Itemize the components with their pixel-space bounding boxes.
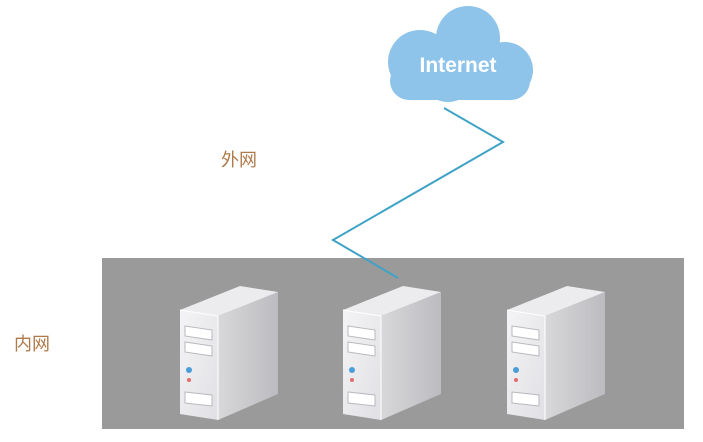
- internet-cloud-icon: Internet: [388, 6, 533, 102]
- server-3-icon: [506, 285, 606, 421]
- server-2-icon: [342, 285, 442, 421]
- intranet-label: 内网: [14, 334, 50, 355]
- cloud-label: Internet: [419, 54, 496, 77]
- extranet-label: 外网: [221, 150, 257, 171]
- server-1-icon: [179, 285, 279, 421]
- network-link: [331, 107, 506, 279]
